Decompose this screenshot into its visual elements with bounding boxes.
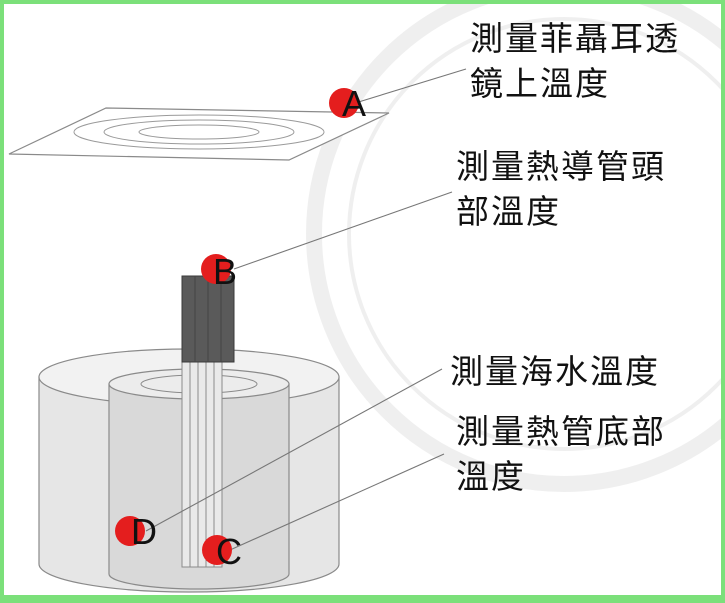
label-seawater-temperature: 測量海水溫度 [450, 352, 660, 391]
marker-d: D [115, 511, 157, 552]
marker-a-label: A [342, 83, 366, 124]
marker-c-label: C [216, 531, 242, 572]
leader-lines [145, 68, 467, 551]
marker-a: A [329, 83, 366, 124]
watermark-seal [306, 4, 721, 492]
heat-pipe-rods [181, 361, 223, 568]
label-fresnel-lens-temperature: 測量菲聶耳透 鏡上溫度 [470, 19, 680, 103]
diagram-canvas: A B D C 測量菲聶耳透 鏡上溫度 測量熱導管頭 部溫度 測量海水溫度 測量… [4, 4, 721, 595]
label-heat-pipe-head-temperature: 測量熱導管頭 部溫度 [456, 147, 666, 231]
marker-b: B [201, 251, 237, 292]
marker-c: C [202, 531, 242, 572]
marker-b-label: B [213, 251, 237, 292]
apparatus-diagram: A B D C [8, 4, 721, 593]
label-heat-pipe-bottom-temperature: 測量熱管底部 溫度 [456, 412, 666, 496]
fresnel-lens [8, 107, 390, 161]
marker-d-label: D [131, 511, 157, 552]
heat-pipe-head [181, 275, 235, 363]
